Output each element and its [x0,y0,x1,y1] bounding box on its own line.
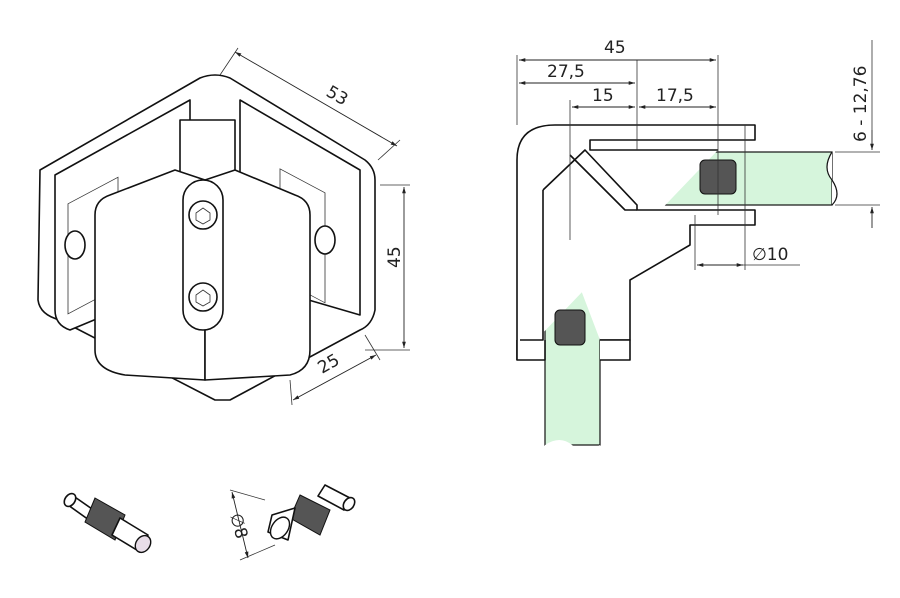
dim-small-pin-diameter: ∅8 [225,511,251,541]
dim-overall: 45 [604,38,626,58]
pin-rubber-sleeve-icon [554,309,586,346]
dim-glass-thickness: 6 - 12,76 [851,66,871,142]
screw-head-icon [188,282,218,312]
dim-inner: 15 [592,86,614,106]
dim-height: 45 [385,246,405,268]
isometric-view: 53 45 25 [37,47,410,406]
section-view: 45 27,5 15 17,5 6 - 12,76 ∅10 [516,38,880,455]
dim-pin-diameter: ∅10 [752,245,788,265]
pin-detail-2: ∅8 [225,484,356,561]
pin-detail-1 [63,492,152,554]
dim-width: 53 [323,82,352,110]
screw-head-icon [188,200,218,230]
dim-clamp: 17,5 [656,86,694,106]
dim-to-glass: 27,5 [547,62,585,82]
dim-depth: 25 [315,350,344,378]
